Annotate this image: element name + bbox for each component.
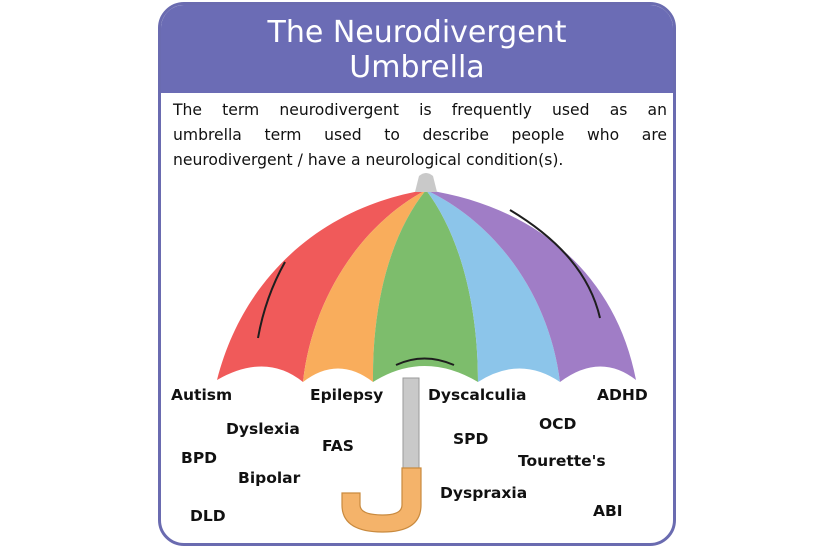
infographic-card: The Neurodivergent Umbrella The term neu… (158, 2, 676, 546)
canopy-panel-red (217, 190, 426, 382)
intro-line-2: umbrella term used to describe people wh… (173, 126, 667, 144)
label-dld: DLD (190, 507, 226, 525)
title-line-2: Umbrella (349, 50, 485, 85)
canopy-panel-orange (303, 190, 426, 382)
label-ocd: OCD (539, 415, 577, 433)
intro-paragraph: The term neurodivergent is frequently us… (173, 98, 667, 173)
label-spd: SPD (453, 430, 489, 448)
intro-line-1: The term neurodivergent is frequently us… (173, 101, 667, 119)
canopy-highlight-left (257, 261, 286, 339)
canopy-highlight-right (509, 209, 601, 319)
title-banner: The Neurodivergent Umbrella (161, 5, 673, 93)
umbrella-shaft (402, 377, 420, 471)
canopy-highlight-green (395, 357, 455, 366)
label-abi: ABI (593, 502, 623, 520)
label-autism: Autism (171, 386, 233, 404)
label-dyspraxia: Dyspraxia (440, 484, 528, 502)
canopy-panel-blue (426, 190, 560, 382)
canopy-panel-purple (426, 190, 636, 382)
umbrella-tip (415, 173, 437, 192)
title-line-1: The Neurodivergent (267, 15, 567, 50)
label-bipolar: Bipolar (238, 469, 301, 487)
canopy-panel-green (372, 190, 478, 382)
label-dyscalculia: Dyscalculia (428, 386, 527, 404)
label-tourettes: Tourette's (518, 452, 606, 470)
intro-line-3: neurodivergent / have a neurological con… (173, 151, 564, 169)
label-fas: FAS (322, 437, 354, 455)
label-dyslexia: Dyslexia (226, 420, 300, 438)
label-adhd: ADHD (597, 386, 648, 404)
label-epilepsy: Epilepsy (310, 386, 384, 404)
label-bpd: BPD (181, 449, 218, 467)
umbrella-handle (341, 467, 422, 533)
